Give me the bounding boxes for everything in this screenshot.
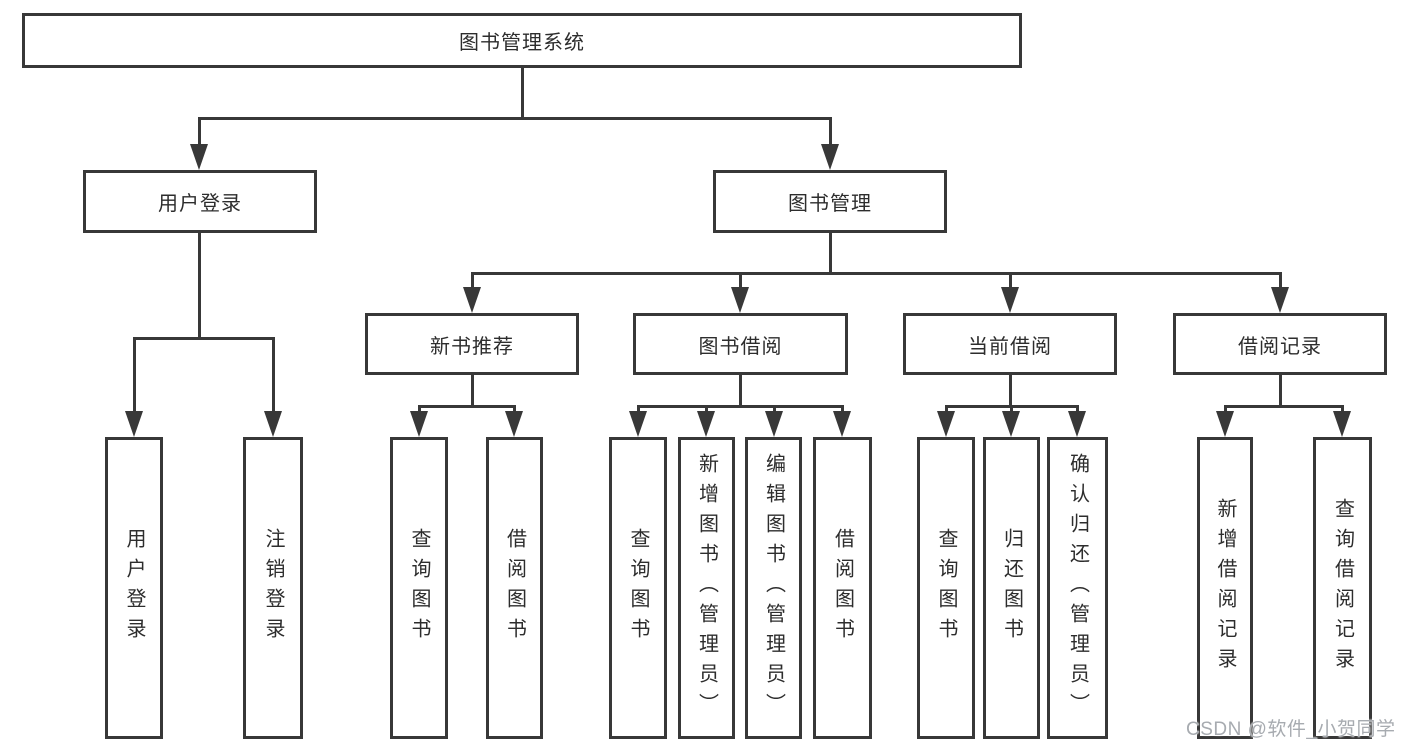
arrow-to-cb-confirm bbox=[1068, 411, 1086, 437]
node-borrow-record-label: 借阅记录 bbox=[1238, 335, 1322, 358]
node-root: 图书管理系统 bbox=[22, 13, 1022, 68]
node-new-book-recommend: 新书推荐 bbox=[365, 313, 579, 375]
connector-root-stem bbox=[521, 68, 524, 117]
node-current-borrow: 当前借阅 bbox=[903, 313, 1117, 375]
connector-user-login-stem bbox=[198, 233, 201, 337]
arrow-to-ul-logout bbox=[264, 411, 282, 437]
leaf-current-return: 归还图书 bbox=[983, 437, 1040, 739]
node-current-borrow-label: 当前借阅 bbox=[968, 335, 1052, 358]
connector-book-mgmt-stem bbox=[829, 233, 832, 272]
leaf-newbook-borrow: 借阅图书 bbox=[486, 437, 543, 739]
arrow-to-current-borrow bbox=[1001, 287, 1019, 313]
node-root-label: 图书管理系统 bbox=[459, 32, 585, 54]
leaf-user-login-label: 用户登录 bbox=[123, 528, 145, 648]
connector-to-current-borrow bbox=[1009, 272, 1012, 293]
arrow-to-user-login bbox=[190, 144, 208, 170]
leaf-record-query: 查询借阅记录 bbox=[1313, 437, 1372, 739]
leaf-current-query: 查询图书 bbox=[917, 437, 975, 739]
connector-new-book-stem bbox=[471, 375, 474, 405]
arrow-to-bb-query bbox=[629, 411, 647, 437]
connector-borrow-record-stem bbox=[1279, 375, 1282, 405]
connector-to-borrow-record bbox=[1279, 272, 1282, 293]
leaf-borrow-edit-admin: 编辑图书（管理员） bbox=[745, 437, 802, 739]
arrow-to-cb-query bbox=[937, 411, 955, 437]
connector-root-split bbox=[198, 117, 831, 120]
leaf-record-query-label: 查询借阅记录 bbox=[1331, 498, 1354, 678]
node-borrow-record: 借阅记录 bbox=[1173, 313, 1387, 375]
leaf-current-confirm-admin-label: 确认归还（管理员） bbox=[1066, 453, 1089, 723]
arrow-to-ul-login bbox=[125, 411, 143, 437]
leaf-borrow-borrow-label: 借阅图书 bbox=[831, 528, 854, 648]
connector-current-borrow-stem bbox=[1009, 375, 1012, 405]
connector-to-ul-login bbox=[133, 337, 136, 417]
node-book-borrow-label: 图书借阅 bbox=[698, 335, 783, 358]
leaf-borrow-edit-admin-label: 编辑图书（管理员） bbox=[762, 453, 785, 723]
arrow-to-book-borrow bbox=[731, 287, 749, 313]
leaf-logout-label: 注销登录 bbox=[262, 528, 284, 648]
arrow-to-cb-return bbox=[1002, 411, 1020, 437]
leaf-user-login: 用户登录 bbox=[105, 437, 163, 739]
arrow-to-bb-add bbox=[697, 411, 715, 437]
arrow-to-borrow-record bbox=[1271, 287, 1289, 313]
arrow-to-new-book bbox=[463, 287, 481, 313]
leaf-newbook-borrow-label: 借阅图书 bbox=[503, 528, 526, 648]
connector-to-book-borrow bbox=[739, 272, 742, 293]
arrow-to-bb-edit bbox=[765, 411, 783, 437]
node-user-login: 用户登录 bbox=[83, 170, 317, 233]
leaf-newbook-query-label: 查询图书 bbox=[408, 528, 430, 648]
leaf-record-add: 新增借阅记录 bbox=[1197, 437, 1253, 739]
leaf-borrow-add-admin-label: 新增图书（管理员） bbox=[695, 453, 718, 723]
leaf-logout: 注销登录 bbox=[243, 437, 303, 739]
leaf-newbook-query: 查询图书 bbox=[390, 437, 448, 739]
node-book-mgmt-label: 图书管理 bbox=[788, 193, 872, 215]
node-new-book-label: 新书推荐 bbox=[430, 335, 514, 358]
leaf-current-query-label: 查询图书 bbox=[935, 528, 957, 648]
connector-to-user-login bbox=[198, 117, 201, 150]
leaf-borrow-query-label: 查询图书 bbox=[627, 528, 649, 648]
leaf-borrow-add-admin: 新增图书（管理员） bbox=[678, 437, 735, 739]
csdn-watermark: CSDN @软件_小贺同学 bbox=[1186, 719, 1396, 740]
connector-book-mgmt-split bbox=[471, 272, 1281, 275]
leaf-record-add-label: 新增借阅记录 bbox=[1214, 498, 1236, 678]
node-user-login-label: 用户登录 bbox=[158, 193, 242, 215]
arrow-to-nb-query bbox=[410, 411, 428, 437]
node-book-mgmt: 图书管理 bbox=[713, 170, 947, 233]
arrow-to-book-mgmt bbox=[821, 144, 839, 170]
arrow-to-nb-borrow bbox=[505, 411, 523, 437]
leaf-borrow-query: 查询图书 bbox=[609, 437, 667, 739]
connector-new-book-split bbox=[418, 405, 516, 408]
connector-borrow-record-split bbox=[1224, 405, 1343, 408]
connector-book-borrow-split bbox=[637, 405, 843, 408]
arrow-to-bb-borrow bbox=[833, 411, 851, 437]
arrow-to-br-query bbox=[1333, 411, 1351, 437]
connector-to-new-book bbox=[471, 272, 474, 293]
leaf-current-confirm-admin: 确认归还（管理员） bbox=[1047, 437, 1108, 739]
connector-to-ul-logout bbox=[272, 337, 275, 417]
leaf-borrow-borrow: 借阅图书 bbox=[813, 437, 872, 739]
connector-to-book-mgmt bbox=[829, 117, 832, 150]
node-book-borrow: 图书借阅 bbox=[633, 313, 848, 375]
arrow-to-br-add bbox=[1216, 411, 1234, 437]
leaf-current-return-label: 归还图书 bbox=[1000, 528, 1023, 648]
connector-book-borrow-stem bbox=[739, 375, 742, 405]
connector-user-login-split bbox=[133, 337, 275, 340]
